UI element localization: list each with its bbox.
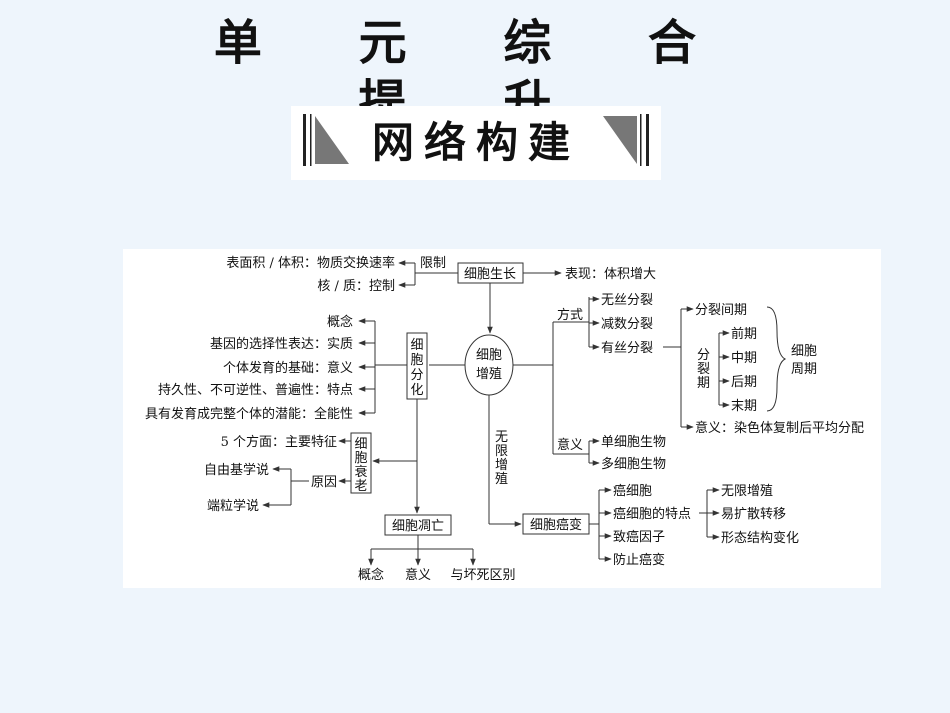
cell-cycle-line-2: 周期 xyxy=(791,362,817,377)
banner-text: 网络构建 xyxy=(371,118,580,167)
diff-char-3: 分 xyxy=(410,368,423,383)
slide-title: 单 元 综 合 提 升 xyxy=(0,14,950,114)
banner-right-thin-bar xyxy=(640,114,642,166)
growth-limit-bracket xyxy=(401,262,416,286)
phase-4: 末期 xyxy=(731,399,757,414)
aging-char-2: 胞 xyxy=(354,451,367,466)
cancer-trait-2: 易扩散转移 xyxy=(721,507,786,522)
limit-item-2: 核 / 质：控制 xyxy=(317,279,395,294)
core-node-line-2: 增殖 xyxy=(476,366,502,382)
cancer-item-4: 防止癌变 xyxy=(613,552,665,568)
diff-char-2: 胞 xyxy=(410,353,423,368)
section-banner: 网络构建 xyxy=(291,106,661,180)
aging-features: 5 个方面：主要特征 xyxy=(221,434,337,450)
cancer-trait-3: 形态结构变化 xyxy=(721,530,799,546)
aging-theory-2: 端粒学说 xyxy=(207,498,259,514)
banner-left-thin-bar xyxy=(310,114,312,166)
meaning-label: 意义 xyxy=(557,437,583,453)
interphase: 分裂间期 xyxy=(695,303,747,318)
cell-cycle-brace xyxy=(766,306,787,412)
division-phase-char-1: 分 xyxy=(697,348,710,363)
apoptosis-item-2: 意义 xyxy=(405,567,431,583)
phase-2: 中期 xyxy=(731,351,757,366)
cancer-trait-1: 无限增殖 xyxy=(721,483,773,499)
aging-char-1: 细 xyxy=(354,437,367,452)
unlimited-char-1: 无 xyxy=(495,430,508,445)
banner-left-bar xyxy=(303,114,306,166)
cancer-item-3: 致癌因子 xyxy=(613,529,665,545)
method-item-1: 无丝分裂 xyxy=(601,293,653,308)
aging-char-3: 衰 xyxy=(354,464,367,480)
core-node xyxy=(464,334,514,396)
cancer-node-label: 细胞癌变 xyxy=(530,517,582,533)
core-node-line-1: 细胞 xyxy=(476,348,502,363)
limit-item-1: 表面积 / 体积：物质交换速率 xyxy=(226,255,395,271)
banner-right-triangle xyxy=(603,116,637,164)
phase-3: 后期 xyxy=(731,375,757,390)
banner-frame xyxy=(303,114,649,166)
concept-map-panel: 细胞 增殖 细胞生长 表现：体积增大 限制 表面积 / 体积：物质交换速率 核 … xyxy=(123,249,881,588)
phase-1: 前期 xyxy=(731,326,757,342)
method-label: 方式 xyxy=(557,307,583,323)
growth-manifest: 表现：体积增大 xyxy=(565,267,656,282)
growth-limit-label: 限制 xyxy=(420,256,446,271)
slide-title-line-1: 单 元 综 合 xyxy=(213,15,737,71)
division-phase-char-2: 裂 xyxy=(697,362,710,377)
aging-cause: 原因 xyxy=(311,475,337,490)
diff-item-5: 具有发育成完整个体的潜能：全能性 xyxy=(145,406,353,422)
mitosis-significance: 意义：染色体复制后平均分配 xyxy=(695,420,864,436)
method-item-3: 有丝分裂 xyxy=(601,341,653,356)
banner-right-bar xyxy=(646,114,649,166)
unlimited-char-3: 增 xyxy=(495,458,508,473)
aging-char-4: 老 xyxy=(354,479,367,494)
apoptosis-item-3: 与坏死区别 xyxy=(450,568,515,583)
division-phase-char-3: 期 xyxy=(697,376,710,391)
apoptosis-node-label: 细胞凋亡 xyxy=(392,519,444,534)
method-item-2: 减数分裂 xyxy=(601,317,653,332)
diff-item-2: 基因的选择性表达：实质 xyxy=(210,336,353,352)
meaning-item-2: 多细胞生物 xyxy=(601,456,666,472)
concept-map: 细胞 增殖 细胞生长 表现：体积增大 限制 表面积 / 体积：物质交换速率 核 … xyxy=(145,255,864,583)
diff-item-3: 个体发育的基础：意义 xyxy=(223,360,353,376)
growth-node-label: 细胞生长 xyxy=(464,267,516,282)
apoptosis-item-1: 概念 xyxy=(358,567,384,583)
cell-cycle-line-1: 细胞 xyxy=(791,344,817,359)
unlimited-char-2: 限 xyxy=(495,444,508,459)
aging-theory-1: 自由基学说 xyxy=(204,462,269,478)
diff-char-4: 化 xyxy=(410,383,423,398)
meaning-item-1: 单细胞生物 xyxy=(601,435,666,450)
aging-node xyxy=(350,432,372,494)
cancer-item-2: 癌细胞的特点 xyxy=(613,506,691,522)
diff-item-4: 持久性、不可逆性、普遍性：特点 xyxy=(158,382,353,398)
banner-left-triangle xyxy=(315,116,349,164)
diff-item-1: 概念 xyxy=(327,314,353,330)
diff-char-1: 细 xyxy=(410,338,423,353)
cancer-item-1: 癌细胞 xyxy=(613,483,652,499)
unlimited-char-4: 殖 xyxy=(495,471,508,487)
